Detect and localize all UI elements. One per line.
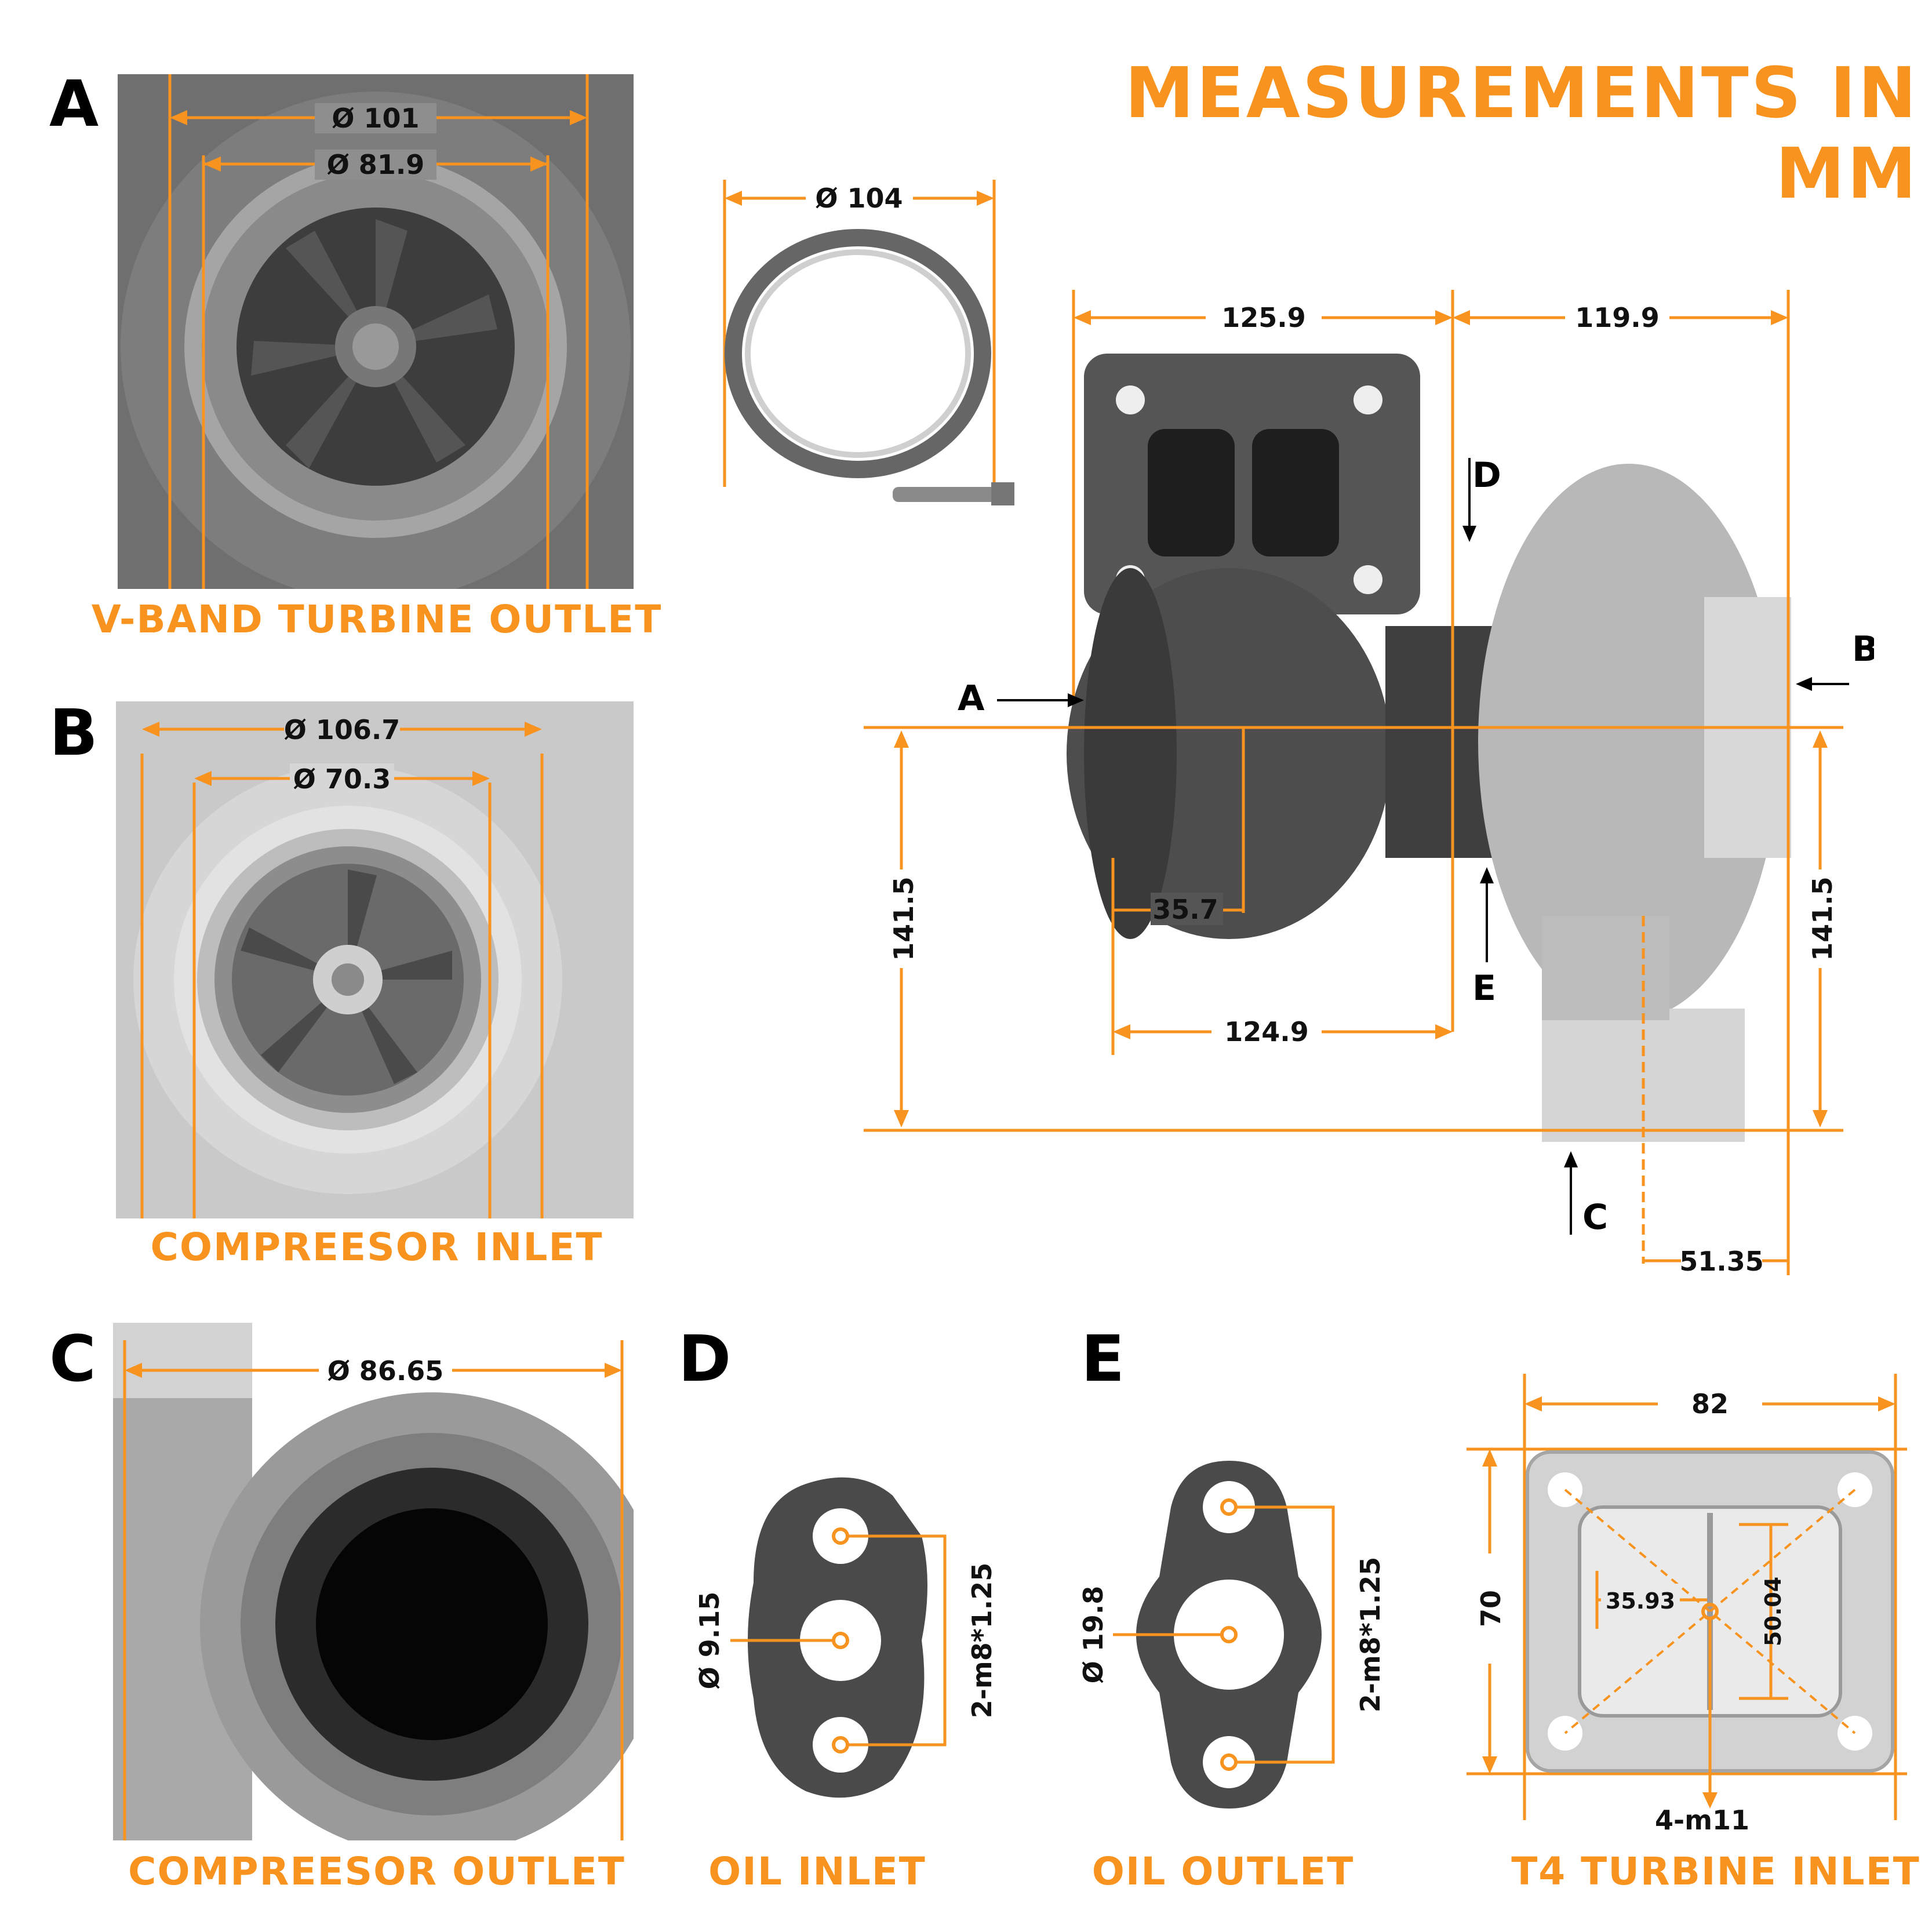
dim-top-right: 119.9	[1575, 302, 1660, 333]
clamp-dim: Ø 104	[815, 183, 903, 214]
dim-left-height: 141.5	[888, 876, 919, 961]
label-c: C	[1582, 1197, 1608, 1238]
compressor-outlet-illustration: Ø 86.65	[113, 1323, 634, 1840]
panel-d-letter: D	[678, 1322, 732, 1396]
t4-inner-w: 35.93	[1606, 1588, 1675, 1614]
oil-inlet-gasket: Ø 9.15 2-m8*1.25	[694, 1477, 998, 1798]
v-band-clamp-diagram: Ø 104	[723, 180, 1014, 505]
dim-right-height: 141.5	[1807, 876, 1838, 961]
t4-height: 70	[1475, 1590, 1507, 1627]
dim-offset: 35.7	[1152, 894, 1218, 925]
panel-e-caption: OIL OUTLET	[1091, 1849, 1355, 1894]
t4-caption: T4 TURBINE INLET	[1511, 1849, 1920, 1894]
t4-flange-gasket: 82 70 35.93 50.04	[1467, 1374, 1907, 1820]
panel-e-letter: E	[1081, 1322, 1125, 1396]
t4-inner-h: 50.04	[1760, 1577, 1786, 1646]
label-a: A	[958, 678, 985, 719]
panel-a-photo: Ø 101 Ø 81.9	[118, 74, 634, 589]
panel-a-caption: V-BAND TURBINE OUTLET	[91, 597, 663, 642]
panel-a-letter: A	[49, 67, 99, 141]
panel-c-letter: C	[49, 1322, 96, 1396]
panel-c-photo: Ø 86.65	[113, 1323, 634, 1840]
t4-bolts: 4-m11	[1655, 1804, 1750, 1836]
t4-width: 82	[1691, 1388, 1729, 1420]
page-title: MEASUREMENTS IN MM	[1125, 53, 1919, 214]
label-e: E	[1472, 968, 1496, 1009]
panel-a-dim-outer: Ø 101	[332, 103, 419, 134]
panel-d-caption: OIL INLET	[708, 1849, 926, 1894]
panel-d-dim-bolts: 2-m8*1.25	[966, 1563, 998, 1719]
panel-c-dim: Ø 86.65	[328, 1355, 444, 1387]
panel-e-dim-bolts: 2-m8*1.25	[1355, 1557, 1386, 1713]
panel-b-caption: COMPREESOR INLET	[150, 1225, 603, 1269]
turbine-outlet-illustration: Ø 101 Ø 81.9	[118, 74, 634, 589]
panel-e-dim-hole: Ø 19.8	[1078, 1586, 1109, 1684]
dim-top-left: 125.9	[1221, 302, 1306, 333]
panel-b-dim-outer: Ø 106.7	[284, 714, 401, 745]
panel-b-dim-inner: Ø 70.3	[293, 763, 391, 795]
panel-b-letter: B	[49, 696, 98, 770]
compressor-outlet-pipe	[1542, 1009, 1745, 1142]
panel-c-caption: COMPREESOR OUTLET	[128, 1849, 625, 1894]
dim-bottom: 124.9	[1224, 1016, 1309, 1047]
panel-b-photo: Ø 106.7 Ø 70.3	[116, 701, 634, 1218]
panel-a-dim-inner: Ø 81.9	[327, 149, 425, 180]
oil-outlet-gasket: Ø 19.8 2-m8*1.25	[1078, 1461, 1386, 1809]
compressor-inlet-illustration: Ø 106.7 Ø 70.3	[116, 701, 634, 1218]
turbo-side-view-diagram: 125.9 119.9 141.5 141.5 35.7 124.9 51.35…	[864, 290, 1874, 1277]
label-b: B	[1852, 629, 1874, 670]
panel-d-dim-hole: Ø 9.15	[694, 1592, 725, 1690]
dim-outlet-offset: 51.35	[1679, 1246, 1764, 1277]
label-d: D	[1472, 455, 1501, 496]
